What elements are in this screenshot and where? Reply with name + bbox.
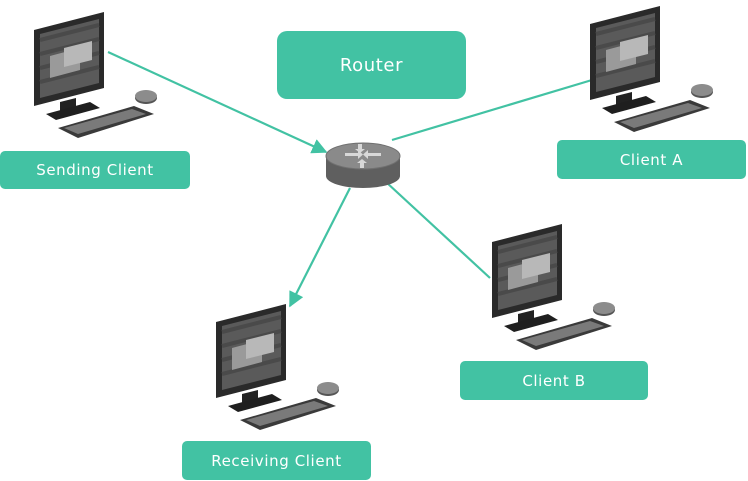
router-icon: [325, 142, 401, 188]
client-b-label: Client B: [460, 361, 648, 400]
edge-router-to-client-a: [391, 78, 593, 142]
computer-icon-client-b: [492, 224, 615, 350]
edge-router-to-receiving: [289, 187, 351, 308]
computer-icon-receiving-client: [216, 304, 339, 430]
computer-icon-sending-client: [34, 12, 157, 138]
sending-client-label: Sending Client: [0, 151, 190, 189]
edge-sending-to-router: [107, 51, 328, 154]
receiving-client-label: Receiving Client: [182, 441, 371, 480]
client-a-label: Client A: [557, 140, 746, 179]
computer-icon-client-a: [590, 6, 713, 132]
router-title-box: Router: [277, 31, 466, 99]
edge-router-to-client-b: [385, 181, 491, 279]
